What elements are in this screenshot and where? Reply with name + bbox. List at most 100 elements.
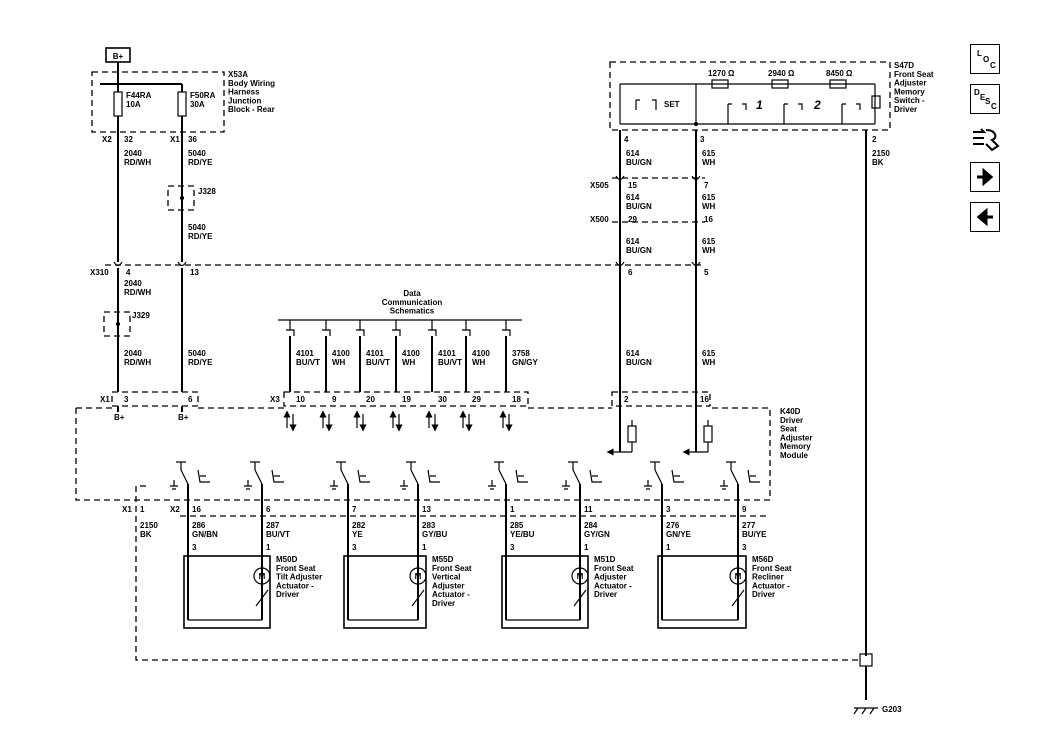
motor-box xyxy=(501,555,589,629)
motor-letter: M xyxy=(577,572,584,581)
data-comm-pin: 18 xyxy=(512,395,521,404)
seat-icon xyxy=(197,469,210,483)
ground-g203-label: G203 xyxy=(882,705,902,714)
previous-button[interactable] xyxy=(970,202,1000,232)
x53a-conn2: X1 xyxy=(170,135,180,144)
seat-icon xyxy=(747,469,760,483)
seat-icon xyxy=(357,469,370,483)
s47d-pin-4: 4 xyxy=(624,135,629,144)
k40d-x1-label: X1 xyxy=(100,395,110,404)
x310-label: X310 xyxy=(90,268,109,277)
motor-letter: M xyxy=(735,572,742,581)
s47d-pos1: 1 xyxy=(756,98,763,112)
motor-letter: M xyxy=(415,572,422,581)
fuse-f44ra xyxy=(113,91,123,117)
arrow-right-icon xyxy=(977,167,994,187)
ground-return-line xyxy=(135,485,862,661)
x505-label: X505 xyxy=(590,181,609,190)
x53a-pin2: 36 xyxy=(188,135,197,144)
motor-terminal: 3 xyxy=(352,543,357,552)
x500-pin-29: 29 xyxy=(628,215,637,224)
svg-text:C: C xyxy=(991,102,997,111)
k40d-x2-pin: 6 xyxy=(266,505,271,514)
motor-terminal: 1 xyxy=(666,543,671,552)
connector-view-button[interactable] xyxy=(970,124,1000,154)
k40d-x3-label: X3 xyxy=(270,395,280,404)
s47d-set-label: SET xyxy=(664,100,680,109)
ground-symbol xyxy=(853,707,878,715)
motor-letter: M xyxy=(259,572,266,581)
k40d-bplus-a: B+ xyxy=(114,413,125,422)
k40d-bplus-b: B+ xyxy=(178,413,189,422)
svg-text:C: C xyxy=(990,61,996,70)
seat-icon xyxy=(671,469,684,483)
motor-terminal: 3 xyxy=(510,543,515,552)
location-button[interactable]: L O C xyxy=(970,44,1000,74)
k40d-pullup-615 xyxy=(703,425,713,443)
seat-icon xyxy=(589,469,602,483)
splice-j328-label: J328 xyxy=(198,187,216,196)
motor-terminal: 1 xyxy=(584,543,589,552)
x53a-pin1: 32 xyxy=(124,135,133,144)
k40d-x2-pin: 7 xyxy=(352,505,357,514)
next-button[interactable] xyxy=(970,162,1000,192)
x500-label: X500 xyxy=(590,215,609,224)
data-comm-pin: 9 xyxy=(332,395,337,404)
svg-text:D: D xyxy=(974,88,980,97)
seat-icon xyxy=(515,469,528,483)
x505-pin-15: 15 xyxy=(628,181,637,190)
splice-j329-label: J329 xyxy=(132,311,150,320)
description-button[interactable]: D E S C xyxy=(970,84,1000,114)
k40d-x1-connector xyxy=(111,391,199,407)
k40d-x2-pin: 11 xyxy=(584,505,593,514)
motor-terminal: 3 xyxy=(192,543,197,552)
connector-icon xyxy=(973,128,1000,152)
s47d-r3: 8450 Ω xyxy=(826,69,853,78)
x310-pin-6: 6 xyxy=(628,268,633,277)
s47d-r1: 1270 Ω xyxy=(708,69,735,78)
k40d-x1-gnd-label: X1 xyxy=(122,505,132,514)
fuse-f50ra xyxy=(177,91,187,117)
svg-text:E: E xyxy=(980,93,986,102)
x310-pin-5: 5 xyxy=(704,268,709,277)
arrow-left-icon xyxy=(976,207,993,227)
motor-symbol xyxy=(571,567,589,585)
k40d-x2-pin: 16 xyxy=(192,505,201,514)
k40d-x2-pin: 9 xyxy=(742,505,747,514)
description-icon: D E S C xyxy=(974,88,997,111)
k40d-x2-pin: 1 xyxy=(510,505,515,514)
x53a-conn1: X2 xyxy=(102,135,112,144)
motor-terminal: 1 xyxy=(422,543,427,552)
data-comm-pin: 30 xyxy=(438,395,447,404)
